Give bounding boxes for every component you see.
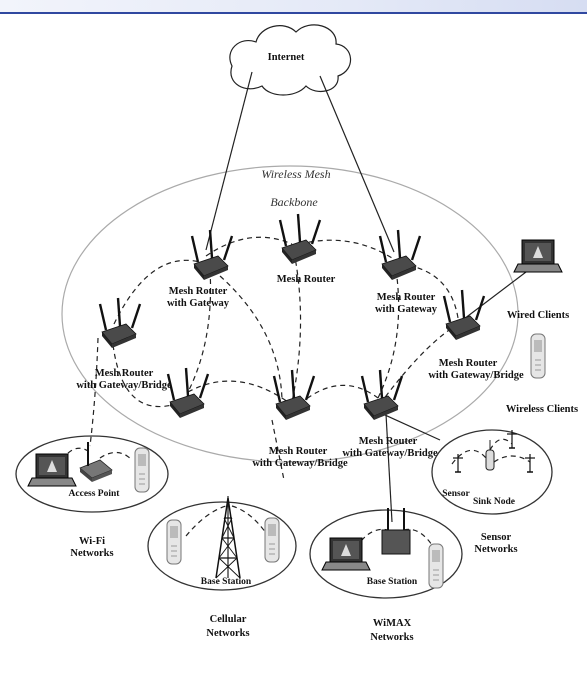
sensor-icon <box>525 454 535 473</box>
phone-icon <box>166 519 182 565</box>
router-label-line2: with Gateway/Bridge <box>76 380 172 391</box>
router-label-line2: with Gateway/Bridge <box>342 448 438 459</box>
sensor-network-label-line1: Sensor <box>481 532 512 543</box>
wired-links <box>205 71 527 578</box>
mesh-router-icon <box>360 368 404 422</box>
wifi-network-label-line1: Wi-Fi <box>79 536 105 547</box>
router-label-line1: Mesh Router <box>277 274 336 285</box>
cellular-network-ellipse <box>147 501 297 591</box>
wired-clients-label: Wired Clients <box>507 310 569 321</box>
mesh-router-icon <box>442 288 486 342</box>
mesh-router-icon <box>166 366 210 420</box>
sink-node-label: Sink Node <box>473 497 515 507</box>
router-label-line2: with Gateway/Bridge <box>428 370 524 381</box>
router-label-line1: Mesh Router <box>95 368 154 379</box>
router-label-line1: Mesh Router <box>359 436 418 447</box>
wimax-base-station-label: Base Station <box>367 577 418 587</box>
laptop-icon <box>513 239 563 273</box>
phone-icon <box>530 333 546 379</box>
laptop-icon <box>27 453 77 487</box>
router-label-line2: with Gateway <box>167 298 230 309</box>
router-label-line1: Mesh Router <box>439 358 498 369</box>
phone-icon <box>428 543 444 589</box>
wimax-base-station-icon <box>381 508 411 555</box>
sensor-icon <box>507 430 517 449</box>
phone-icon <box>134 447 150 493</box>
slide-header-band <box>0 0 587 14</box>
cellular-base-station-label: Base Station <box>201 577 252 587</box>
internet-label: Internet <box>268 52 305 63</box>
wireless-clients-label: Wireless Clients <box>506 404 578 415</box>
laptop-icon <box>321 537 371 571</box>
cellular-network-label-line2: Networks <box>206 628 249 639</box>
mesh-router-icon <box>278 212 322 266</box>
router-label-line2: with Gateway/Bridge <box>252 458 348 469</box>
cellular-network-label-line1: Cellular <box>210 614 247 625</box>
sensor-icon <box>453 454 463 473</box>
router-label-line1: Mesh Router <box>169 286 228 297</box>
access-point-label: Access Point <box>69 489 121 499</box>
router-label-line1: Mesh Router <box>377 292 436 303</box>
mesh-router-icon <box>190 228 234 282</box>
router-label-line2: with Gateway <box>375 304 438 315</box>
mesh-router-icon <box>98 296 142 350</box>
sensor-label: Sensor <box>442 489 470 499</box>
wimax-network-label-line2: Networks <box>370 632 413 643</box>
router-label-line1: Mesh Router <box>269 446 328 457</box>
wifi-network-ellipse <box>15 435 169 513</box>
wimax-network-ellipse <box>309 509 463 599</box>
backbone-title-line1: Wireless Mesh <box>261 167 330 181</box>
mesh-backbone-ellipse <box>61 165 519 463</box>
wimax-network-label-line1: WiMAX <box>373 618 412 629</box>
cell-tower-icon <box>215 497 241 579</box>
wifi-network-label-line2: Networks <box>70 548 113 559</box>
sensor-network-label-line2: Networks <box>474 544 517 555</box>
sink-node-icon <box>485 440 495 471</box>
mesh-router-icon <box>378 228 422 282</box>
access-point-icon <box>79 442 113 482</box>
phone-icon <box>264 517 280 563</box>
sensor-network-ellipse <box>431 429 553 515</box>
backbone-title-line2: Backbone <box>270 195 318 209</box>
